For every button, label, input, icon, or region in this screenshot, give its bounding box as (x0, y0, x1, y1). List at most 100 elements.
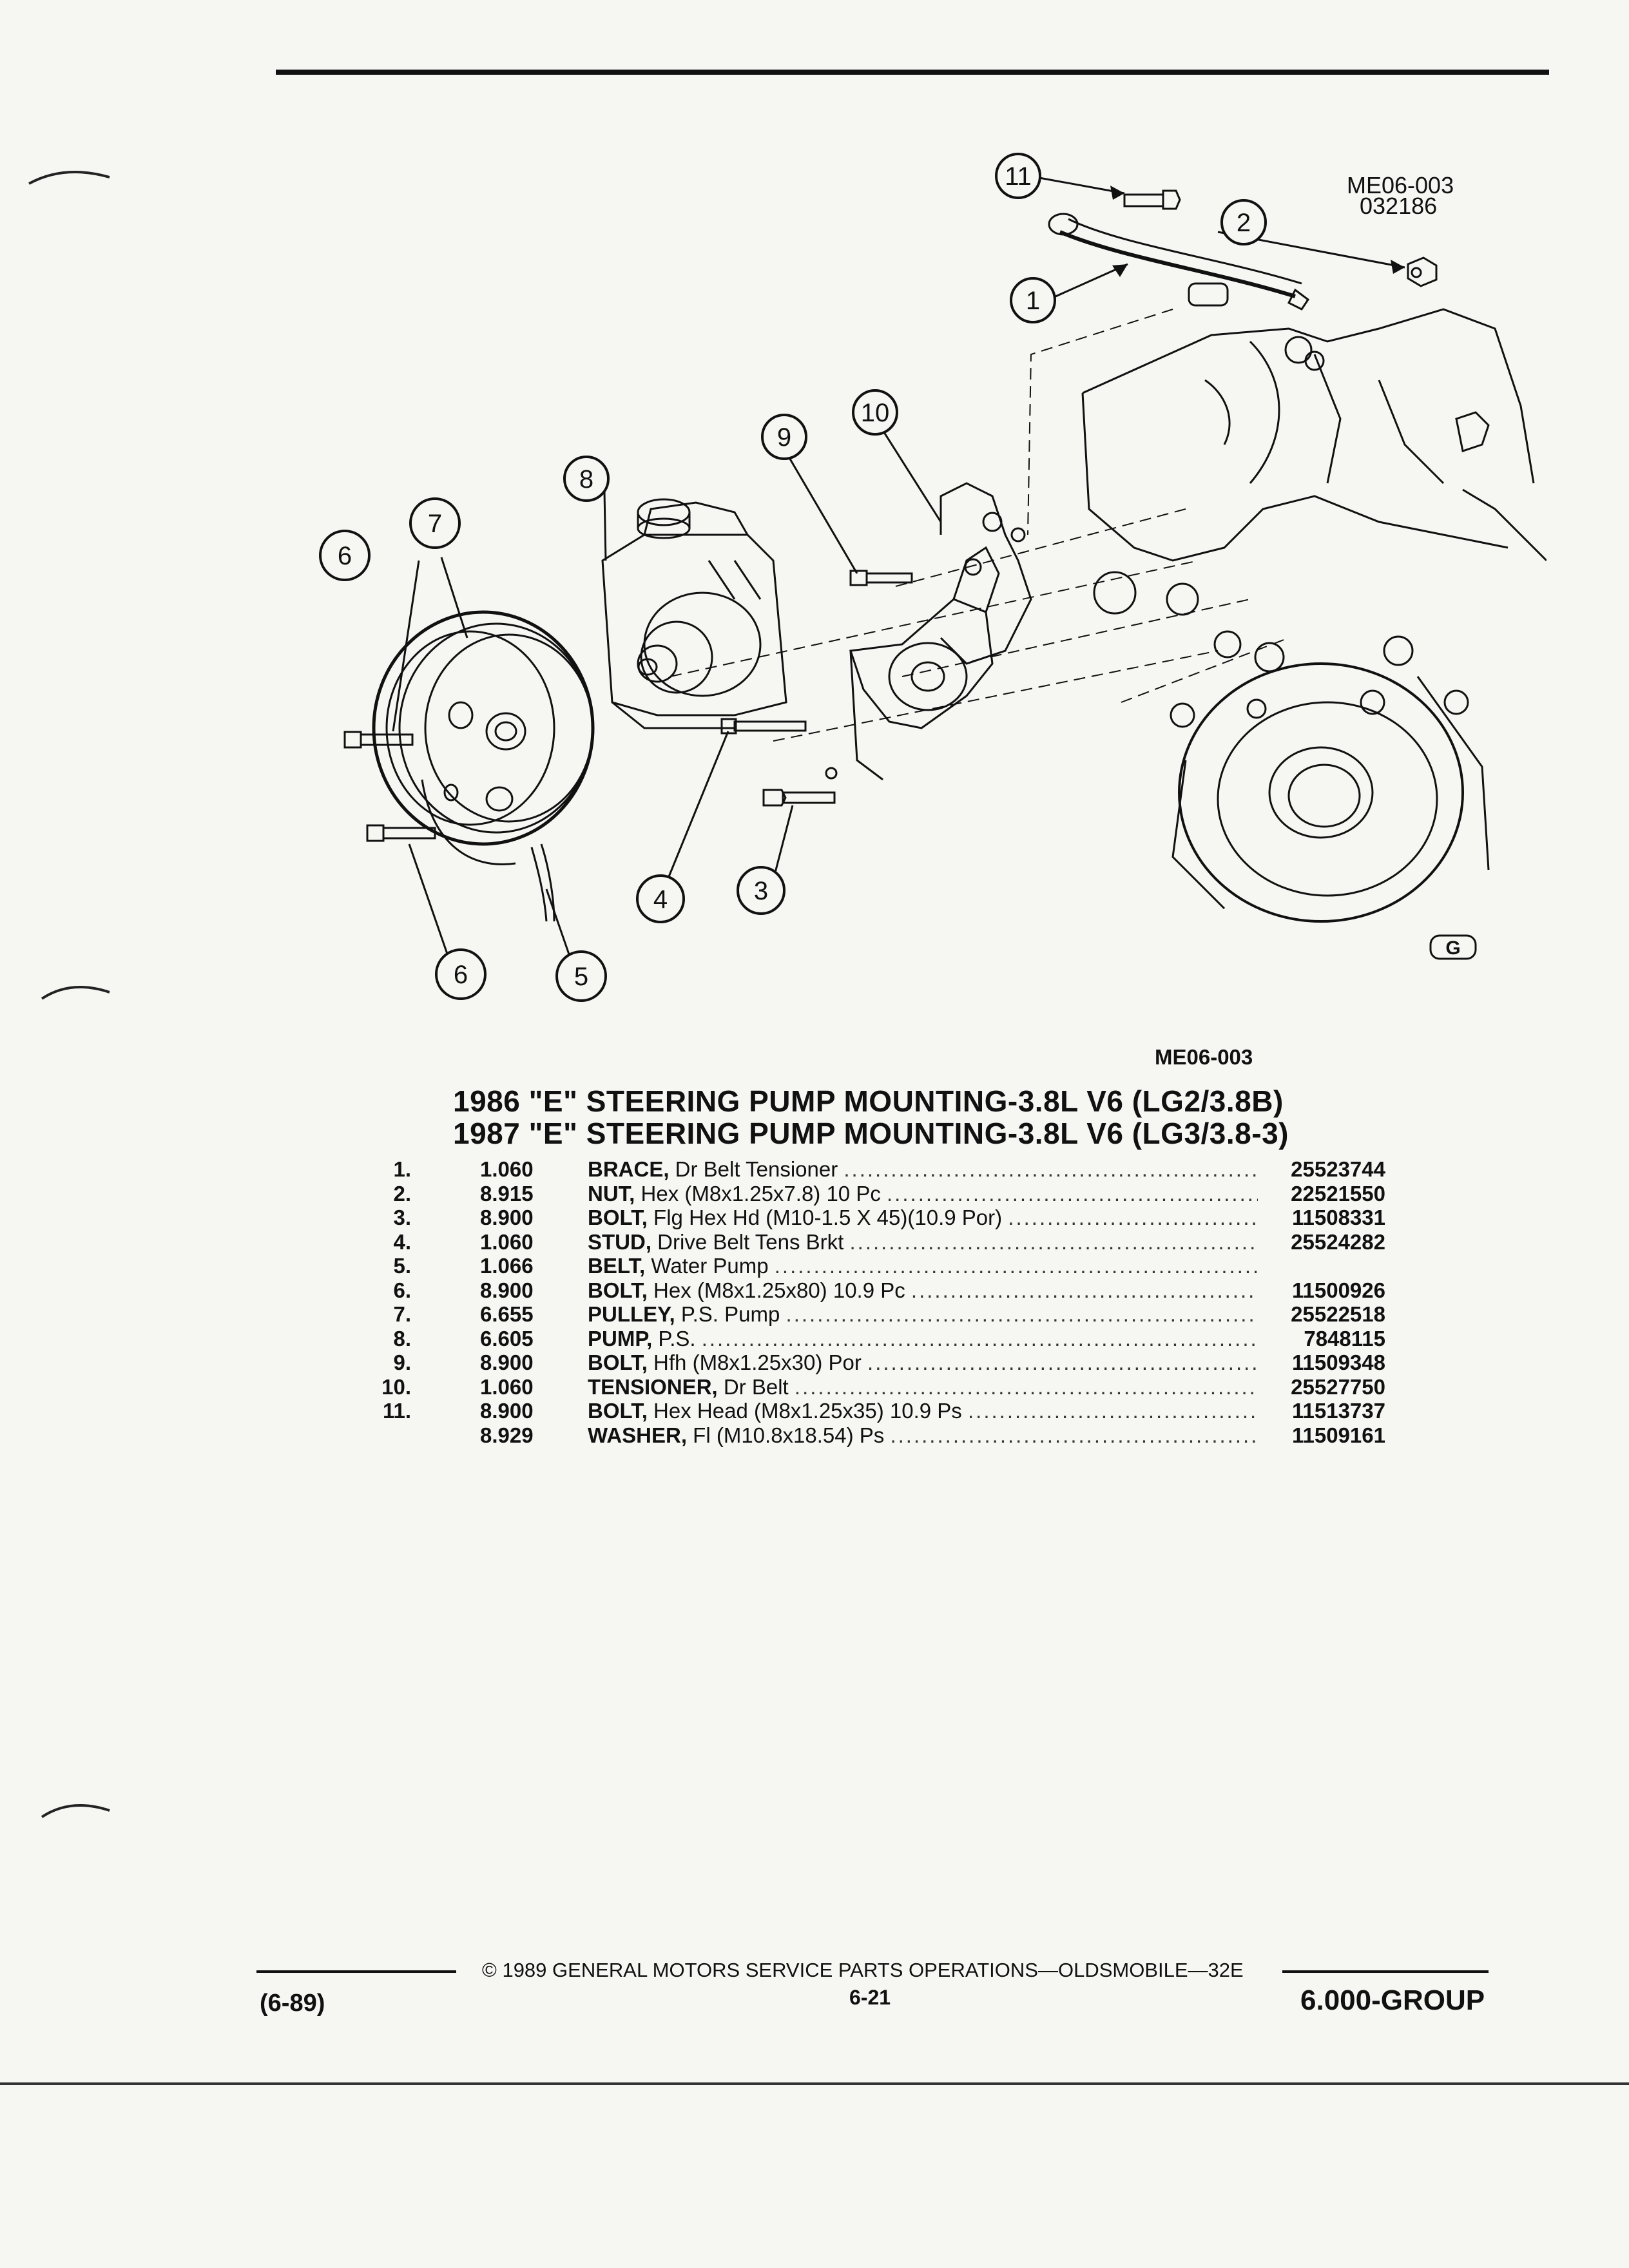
part-description: BOLT, Hfh (M8x1.25x30) Por .............… (588, 1350, 1258, 1374)
part-number: 11509161 (1291, 1423, 1385, 1447)
callout-11 (995, 153, 1041, 199)
part-number: 11500926 (1291, 1278, 1385, 1302)
parts-list: 1. 1.060 BRACE, Dr Belt Tensioner ......… (361, 1157, 1385, 1447)
parts-row: 2. 8.915 NUT, Hex (M8x1.25x7.8) 10 Pc ..… (361, 1182, 1385, 1206)
group-number: 8.900 (480, 1206, 534, 1229)
group-number: 6.605 (480, 1326, 534, 1350)
part-description: BOLT, Hex Head (M8x1.25x35) 10.9 Ps ....… (588, 1399, 1258, 1423)
margin-mark (41, 986, 110, 1000)
part-name: BRACE, (588, 1157, 670, 1181)
parts-row: 3. 8.900 BOLT, Flg Hex Hd (M10-1.5 X 45)… (361, 1206, 1385, 1230)
group-number: 1.060 (480, 1229, 534, 1254)
group-number: 8.900 (480, 1278, 534, 1302)
part-description: BRACE, Dr Belt Tensioner ...............… (588, 1157, 1258, 1181)
part-name: BOLT, (588, 1399, 648, 1423)
margin-mark (41, 1804, 110, 1818)
callout-label: 2 (1237, 209, 1251, 237)
part-description: PUMP, P.S. .............................… (588, 1326, 1258, 1350)
item-number: 11. (382, 1399, 411, 1423)
callout-7 (409, 497, 461, 549)
callout-4 (636, 874, 685, 923)
part-description: WASHER, Fl (M10.8x18.54) Ps ............… (588, 1423, 1258, 1447)
item-number: 6. (393, 1278, 411, 1302)
part-name: NUT, (588, 1181, 635, 1206)
part-description: BELT, Water Pump .......................… (588, 1254, 1258, 1278)
group-number: 1.060 (480, 1157, 534, 1181)
callout-label: 8 (579, 465, 593, 494)
part-detail: Water Pump (645, 1254, 769, 1278)
parts-row: 5. 1.066 BELT, Water Pump ..............… (361, 1254, 1385, 1278)
footer-rule-left (256, 1970, 456, 1973)
group-number: 8.900 (480, 1350, 534, 1374)
parts-row: 7. 6.655 PULLEY, P.S. Pump .............… (361, 1302, 1385, 1327)
group-number: 1.060 (480, 1374, 534, 1399)
footer-date: (6-89) (260, 1990, 325, 2017)
callout-label: 6 (338, 542, 352, 570)
callout-label: 4 (653, 885, 668, 914)
parts-row: 4. 1.060 STUD, Drive Belt Tens Brkt ....… (361, 1230, 1385, 1254)
item-number: 4. (393, 1229, 411, 1254)
page-title-1987: 1987 "E" STEERING PUMP MOUNTING-3.8L V6 … (453, 1117, 1289, 1150)
part-detail: Fl (M10.8x18.54) Ps (687, 1423, 885, 1447)
callout-1 (1010, 277, 1056, 323)
callout-label: 9 (777, 423, 791, 452)
part-number: 11508331 (1291, 1206, 1385, 1229)
callout-3 (737, 866, 786, 915)
callout-label: 5 (574, 963, 588, 991)
part-number: 7848115 (1304, 1326, 1385, 1350)
part-detail: Dr Belt Tensioner (669, 1157, 838, 1181)
item-number: 8. (393, 1326, 411, 1350)
part-detail: P.S. Pump (675, 1302, 780, 1326)
part-name: PULLEY, (588, 1302, 675, 1326)
footer-rule-right (1282, 1970, 1489, 1973)
part-number: 22521550 (1291, 1181, 1385, 1206)
part-detail: P.S. (652, 1326, 696, 1350)
callout-label: 1 (1026, 287, 1040, 315)
callout-2 (1220, 199, 1267, 245)
part-description: BOLT, Flg Hex Hd (M10-1.5 X 45)(10.9 Por… (588, 1206, 1258, 1229)
top-rule (276, 70, 1549, 75)
part-detail: Hex (M8x1.25x7.8) 10 Pc (635, 1181, 881, 1206)
callout-5 (555, 950, 607, 1002)
item-number: 9. (393, 1350, 411, 1374)
g-logo-icon (1429, 934, 1477, 960)
part-name: BOLT, (588, 1278, 648, 1302)
figure-code: ME06-003 (1155, 1045, 1253, 1069)
callout-10 (852, 389, 898, 436)
callout-label: 11 (1005, 162, 1032, 191)
part-detail: Hex (M8x1.25x80) 10.9 Pc (647, 1278, 905, 1302)
callout-9 (761, 414, 807, 460)
part-name: WASHER, (588, 1423, 688, 1447)
footer-copyright: © 1989 GENERAL MOTORS SERVICE PARTS OPER… (482, 1959, 1244, 1981)
parts-row: 8. 6.605 PUMP, P.S. ....................… (361, 1327, 1385, 1351)
part-detail: Dr Belt (717, 1374, 789, 1399)
part-name: TENSIONER, (588, 1374, 718, 1399)
item-number: 1. (393, 1157, 411, 1181)
part-number: 25523744 (1291, 1157, 1385, 1181)
part-detail: Flg Hex Hd (M10-1.5 X 45)(10.9 Por) (647, 1206, 1003, 1229)
part-name: STUD, (588, 1229, 651, 1254)
footer-group: 6.000-GROUP (1300, 1984, 1485, 2016)
parts-row: 10. 1.060 TENSIONER, Dr Belt ...........… (361, 1375, 1385, 1399)
part-number: 11513737 (1291, 1399, 1385, 1423)
margin-mark (28, 171, 110, 185)
callout-label: 3 (754, 877, 768, 905)
item-number: 5. (393, 1254, 411, 1278)
parts-row: 1. 1.060 BRACE, Dr Belt Tensioner ......… (361, 1157, 1385, 1182)
group-number: 1.066 (480, 1254, 534, 1278)
page-title-1986: 1986 "E" STEERING PUMP MOUNTING-3.8L V6 … (453, 1084, 1284, 1118)
part-description: STUD, Drive Belt Tens Brkt .............… (588, 1229, 1258, 1254)
exploded-parts-diagram: 11 2 1 9 10 8 7 6 6 5 4 3 ME06-003 03218… (319, 153, 1547, 1002)
callout-label: 10 (861, 399, 890, 427)
item-number: 3. (393, 1206, 411, 1229)
part-number: 11509348 (1291, 1350, 1385, 1374)
part-detail: Drive Belt Tens Brkt (651, 1229, 844, 1254)
callout-6a (319, 530, 371, 581)
part-description: BOLT, Hex (M8x1.25x80) 10.9 Pc .........… (588, 1278, 1258, 1302)
part-name: PUMP, (588, 1326, 653, 1350)
part-description: NUT, Hex (M8x1.25x7.8) 10 Pc ...........… (588, 1181, 1258, 1206)
part-description: TENSIONER, Dr Belt .....................… (588, 1374, 1258, 1399)
part-number: 25524282 (1291, 1229, 1385, 1254)
part-description: PULLEY, P.S. Pump ......................… (588, 1302, 1258, 1326)
part-name: BELT, (588, 1254, 646, 1278)
